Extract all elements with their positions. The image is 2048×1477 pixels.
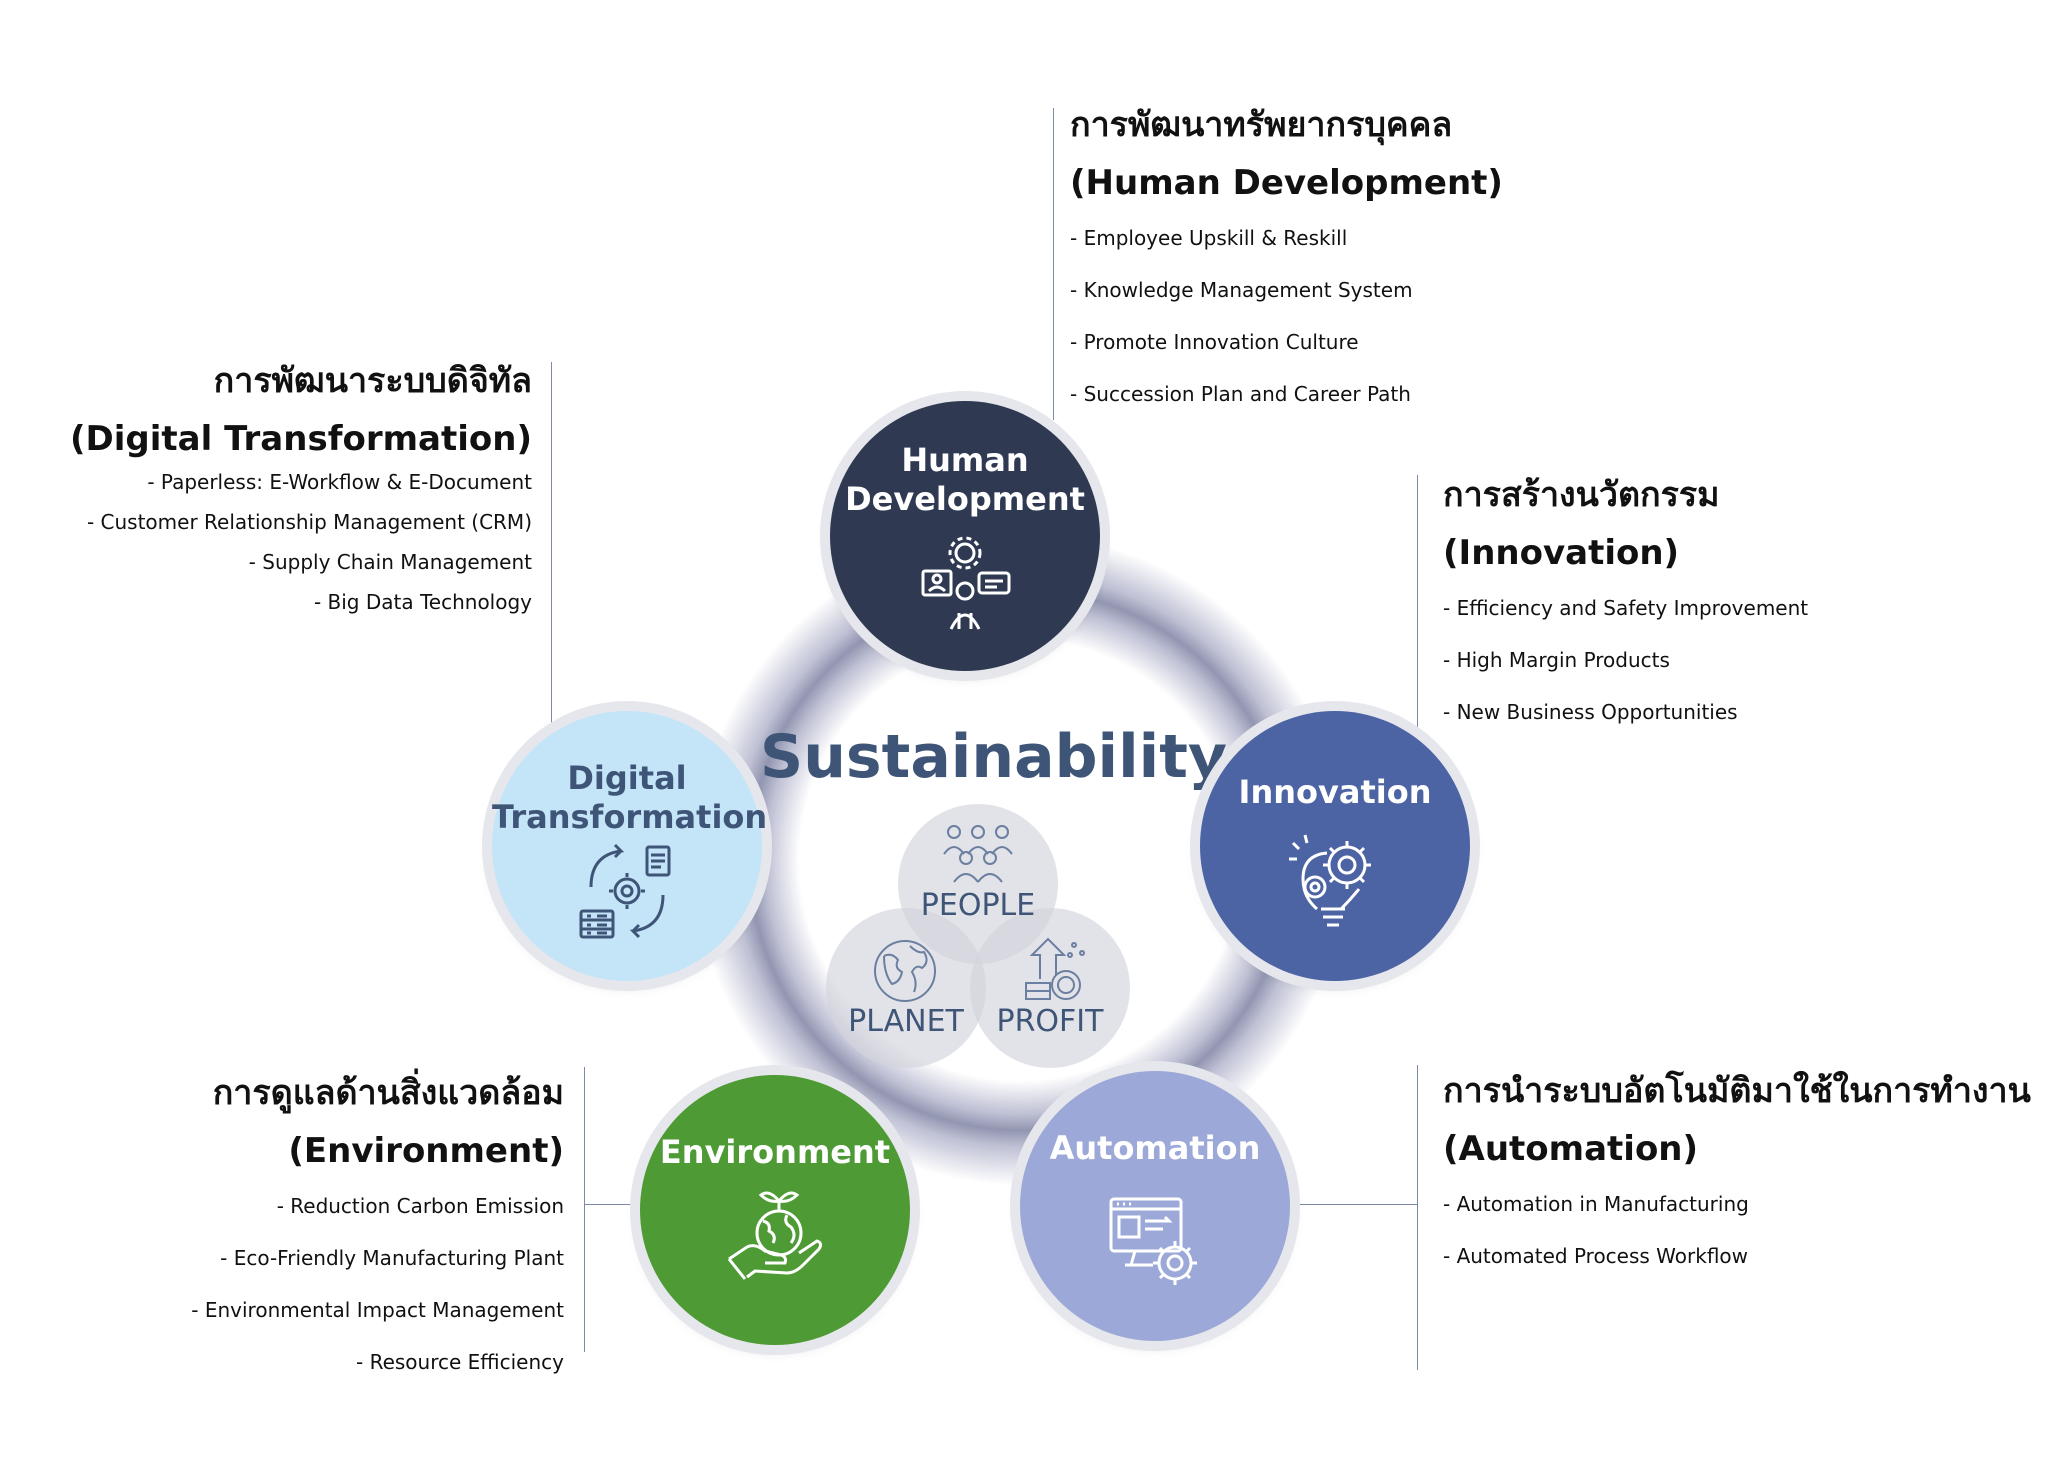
- digital-title-line1: Digital: [567, 759, 687, 797]
- profit-icon: [1025, 937, 1085, 1000]
- automation-heading-en: (Automation): [1443, 1129, 1699, 1169]
- innovation-title: Innovation: [1238, 773, 1432, 811]
- list-item: - Eco-Friendly Manufacturing Plant: [220, 1246, 564, 1270]
- list-item: - Employee Upskill & Reskill: [1070, 226, 1348, 250]
- list-item: - Knowledge Management System: [1070, 278, 1413, 302]
- list-item: - Automated Process Workflow: [1443, 1244, 1749, 1268]
- lightbulb-gear-icon: [1289, 834, 1371, 927]
- venn-planet: [826, 908, 986, 1068]
- connector-automation-h: [1295, 1204, 1417, 1205]
- connector-environment-h: [584, 1204, 644, 1205]
- innovation-heading-th: การสร้างนวัตกรรม: [1443, 475, 1720, 515]
- list-item: - Succession Plan and Career Path: [1070, 382, 1411, 406]
- digital-heading-en: (Digital Transformation): [69, 419, 532, 459]
- connector-human: [1053, 108, 1054, 420]
- planet-label: PLANET: [848, 1004, 964, 1039]
- environment-heading-en: (Environment): [288, 1131, 564, 1171]
- environment-heading-th: การดูแลด้านสิ่งแวดล้อม: [212, 1073, 564, 1113]
- environment-node[interactable]: Environment: [640, 1075, 910, 1345]
- list-item: - New Business Opportunities: [1443, 700, 1738, 724]
- list-item: - Efficiency and Safety Improvement: [1443, 596, 1809, 620]
- list-item: - Customer Relationship Management (CRM): [86, 510, 532, 534]
- human-text-block: การพัฒนาทรัพยากรบุคคล (Human Development…: [1070, 96, 1503, 420]
- hand-globe-icon: [727, 1191, 823, 1280]
- teamwork-icon: [921, 536, 1011, 630]
- connector-digital: [551, 362, 552, 732]
- environment-title: Environment: [659, 1133, 891, 1171]
- automation-node[interactable]: Automation: [1020, 1071, 1290, 1341]
- digital-heading-th: การพัฒนาระบบดิจิทัล: [213, 361, 532, 401]
- list-item: - Resource Efficiency: [356, 1350, 564, 1374]
- human-bullets: - Employee Upskill & Reskill - Knowledge…: [1070, 212, 1503, 420]
- digital-cycle-icon: [579, 843, 671, 939]
- center-title: Sustainability: [760, 722, 1228, 792]
- automation-text-block: การนำระบบอัตโนมัติมาใช้ในการทำงาน (Autom…: [1443, 1062, 2031, 1282]
- monitor-gear-icon: [1109, 1197, 1197, 1285]
- list-item: - Automation in Manufacturing: [1443, 1192, 1749, 1216]
- innovation-node[interactable]: Innovation: [1200, 711, 1470, 981]
- digital-text-block: การพัฒนาระบบดิจิทัล (Digital Transformat…: [40, 352, 532, 622]
- innovation-text-block: การสร้างนวัตกรรม (Innovation) - Efficien…: [1443, 466, 1808, 738]
- digital-title-line2: Transformation: [492, 798, 768, 836]
- list-item: - Promote Innovation Culture: [1070, 330, 1359, 354]
- people-label: PEOPLE: [920, 888, 1036, 923]
- people-icon: [943, 825, 1013, 883]
- automation-title: Automation: [1049, 1129, 1261, 1167]
- human-heading-th: การพัฒนาทรัพยากรบุคคล: [1070, 105, 1453, 145]
- human-title-line2: Development: [845, 480, 1085, 518]
- environment-bullets: - Reduction Carbon Emission - Eco-Friend…: [40, 1180, 564, 1388]
- connector-environment: [584, 1067, 585, 1352]
- human-heading-en: (Human Development): [1070, 163, 1503, 203]
- environment-text-block: การดูแลด้านสิ่งแวดล้อม (Environment) - R…: [40, 1064, 564, 1388]
- connector-innovation: [1417, 475, 1418, 735]
- list-item: - Paperless: E-Workflow & E-Document: [147, 470, 532, 494]
- planet-icon: [874, 940, 936, 1002]
- automation-heading-th: การนำระบบอัตโนมัติมาใช้ในการทำงาน: [1443, 1071, 2031, 1111]
- list-item: - High Margin Products: [1443, 648, 1670, 672]
- automation-bullets: - Automation in Manufacturing - Automate…: [1443, 1178, 2031, 1282]
- connector-automation: [1417, 1065, 1418, 1370]
- list-item: - Environmental Impact Management: [191, 1298, 564, 1322]
- list-item: - Supply Chain Management: [248, 550, 532, 574]
- human-development-node[interactable]: Human Development: [830, 401, 1100, 671]
- list-item: - Big Data Technology: [313, 590, 532, 614]
- profit-label: PROFIT: [996, 1004, 1104, 1039]
- innovation-heading-en: (Innovation): [1443, 533, 1680, 573]
- digital-transformation-node[interactable]: Digital Transformation: [492, 711, 768, 981]
- human-title-line1: Human: [901, 441, 1029, 479]
- innovation-bullets: - Efficiency and Safety Improvement - Hi…: [1443, 582, 1808, 738]
- digital-bullets: - Paperless: E-Workflow & E-Document - C…: [40, 462, 532, 622]
- list-item: - Reduction Carbon Emission: [276, 1194, 564, 1218]
